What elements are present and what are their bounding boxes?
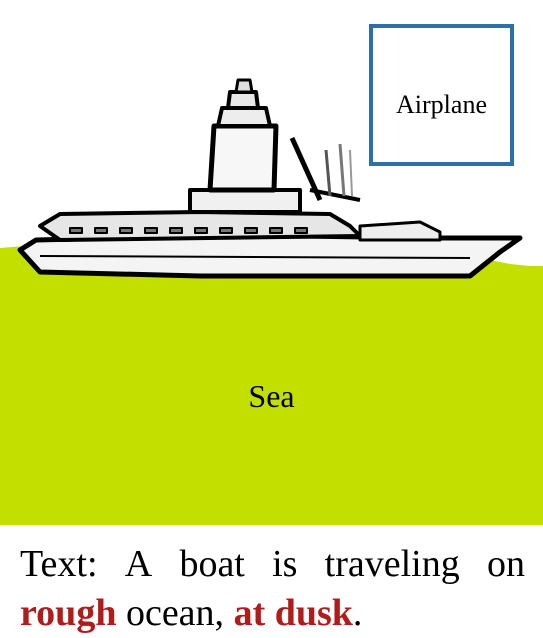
caption-word: is xyxy=(272,543,298,585)
caption: Text: A boat is traveling on rough ocean… xyxy=(20,540,525,638)
scene-drawing xyxy=(0,78,543,525)
caption-word: boat xyxy=(179,543,245,585)
caption-word: on xyxy=(486,543,525,585)
caption-text-ocean: ocean, xyxy=(116,592,234,634)
scene: Sea Airplane xyxy=(0,24,543,525)
caption-word: Text: xyxy=(20,543,98,585)
ship-sketch-icon xyxy=(17,78,523,279)
airplane-label: Airplane xyxy=(396,90,487,119)
caption-line-1: Text: A boat is traveling on xyxy=(20,540,525,589)
sea-region xyxy=(0,246,543,525)
airplane-bounding-box: Airplane xyxy=(369,24,514,166)
caption-word: A xyxy=(124,543,153,585)
caption-line-2: rough ocean, at dusk. xyxy=(20,589,525,638)
caption-period: . xyxy=(352,592,363,634)
caption-highlight-rough: rough xyxy=(20,592,117,634)
sea-label: Sea xyxy=(248,378,295,414)
caption-highlight-at-dusk: at dusk xyxy=(233,592,353,634)
caption-word: traveling xyxy=(324,543,460,585)
